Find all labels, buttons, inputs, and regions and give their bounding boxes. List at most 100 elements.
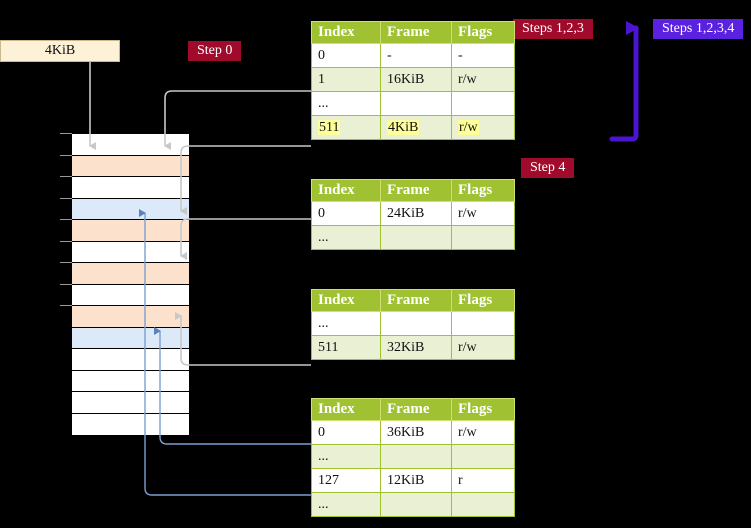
cell-flags: - <box>451 43 515 68</box>
connector-table2-row0 <box>180 218 311 260</box>
table-row[interactable]: 511 32KiB r/w <box>311 335 515 360</box>
cell-frame: 24KiB <box>380 201 452 226</box>
column-header-index: Index <box>311 179 381 202</box>
cell-flags: r/w <box>451 67 515 92</box>
cell-frame <box>380 492 452 517</box>
cell-index: 0 <box>311 43 381 68</box>
cell-frame <box>380 91 452 116</box>
memory-frame-row <box>72 220 189 242</box>
page-table-1: Index Frame Flags 0 - - 1 16KiB r/w ... … <box>311 21 515 140</box>
cell-frame: - <box>380 43 452 68</box>
memory-frame-row <box>72 327 189 349</box>
page-table-4: Index Frame Flags 0 36KiB r/w ... 127 12… <box>311 398 515 517</box>
frame-tick-mark <box>60 305 72 306</box>
cell-index: ... <box>311 225 381 250</box>
page-table-2: Index Frame Flags 0 24KiB r/w ... <box>311 179 515 250</box>
cell-frame: 36KiB <box>380 420 452 445</box>
column-header-index: Index <box>311 398 381 421</box>
memory-frame-row <box>72 263 189 285</box>
cell-index: ... <box>311 91 381 116</box>
memory-frame-row <box>72 198 189 220</box>
table-header-row: Index Frame Flags <box>311 21 515 44</box>
memory-frame-row <box>72 241 189 263</box>
frame-tick-mark <box>60 133 72 134</box>
physical-memory-frames <box>71 133 190 435</box>
cell-index: 511 <box>311 335 381 360</box>
table-header-row: Index Frame Flags <box>311 289 515 312</box>
cell-flags: r/w <box>451 420 515 445</box>
table-header-row: Index Frame Flags <box>311 179 515 202</box>
column-header-index: Index <box>311 21 381 44</box>
column-header-flags: Flags <box>451 179 515 202</box>
cell-index: 1 <box>311 67 381 92</box>
cell-frame <box>380 225 452 250</box>
source-size-box: 4KiB <box>0 40 120 62</box>
frame-tick-mark <box>60 198 72 199</box>
frame-tick-mark <box>60 219 72 220</box>
table-header-row: Index Frame Flags <box>311 398 515 421</box>
column-header-frame: Frame <box>380 398 452 421</box>
table-row[interactable]: ... <box>311 91 515 116</box>
memory-frame-row <box>72 155 189 177</box>
table-row[interactable]: ... <box>311 311 515 336</box>
memory-frame-row <box>72 177 189 199</box>
connector-table1-row511 <box>180 145 311 215</box>
frame-tick-mark <box>60 262 72 263</box>
cell-flags: r/w <box>451 335 515 360</box>
table-row[interactable]: 0 24KiB r/w <box>311 201 515 226</box>
cell-flags: r/w <box>451 115 515 140</box>
cell-index: ... <box>311 492 381 517</box>
cell-flags <box>451 444 515 469</box>
cell-frame <box>380 311 452 336</box>
table-row[interactable]: 127 12KiB r <box>311 468 515 493</box>
cell-flags-text: r/w <box>458 119 479 135</box>
cell-frame: 12KiB <box>380 468 452 493</box>
cell-flags: r/w <box>451 201 515 226</box>
column-header-flags: Flags <box>451 398 515 421</box>
cell-frame: 32KiB <box>380 335 452 360</box>
memory-frame-row <box>72 349 189 371</box>
column-header-flags: Flags <box>451 21 515 44</box>
column-header-frame: Frame <box>380 289 452 312</box>
table-row[interactable]: 1 16KiB r/w <box>311 67 515 92</box>
column-header-frame: Frame <box>380 179 452 202</box>
cell-flags <box>451 225 515 250</box>
column-header-frame: Frame <box>380 21 452 44</box>
column-header-index: Index <box>311 289 381 312</box>
cell-flags <box>451 91 515 116</box>
memory-frame-row <box>72 413 189 435</box>
table-row[interactable]: 0 - - <box>311 43 515 68</box>
cell-index: ... <box>311 444 381 469</box>
cell-index: 0 <box>311 201 381 226</box>
memory-frame-row <box>72 392 189 414</box>
source-size-label: 4KiB <box>44 43 76 58</box>
cell-index: 127 <box>311 468 381 493</box>
table-row[interactable]: ... <box>311 225 515 250</box>
table-row[interactable]: ... <box>311 444 515 469</box>
memory-frame-row <box>72 134 189 156</box>
cell-frame-text: 4KiB <box>387 119 420 135</box>
cell-frame <box>380 444 452 469</box>
table-row[interactable]: ... <box>311 492 515 517</box>
memory-frame-row <box>72 306 189 328</box>
frame-tick-mark <box>60 155 72 156</box>
table-row-highlighted[interactable]: 511 4KiB r/w <box>311 115 515 140</box>
frame-tick-mark <box>60 241 72 242</box>
cell-flags <box>451 492 515 517</box>
cell-flags: r <box>451 468 515 493</box>
cell-index-text: 511 <box>318 119 341 135</box>
badge-step-0: Step 0 <box>188 41 242 61</box>
cell-index: 511 <box>311 115 381 140</box>
badge-steps-1-2-3-4: Steps 1,2,3,4 <box>653 19 744 39</box>
cell-frame: 4KiB <box>380 115 452 140</box>
page-table-3: Index Frame Flags ... 511 32KiB r/w <box>311 289 515 360</box>
badge-steps-1-2-3: Steps 1,2,3 <box>513 19 593 39</box>
cell-frame: 16KiB <box>380 67 452 92</box>
table-row[interactable]: 0 36KiB r/w <box>311 420 515 445</box>
cell-index: 0 <box>311 420 381 445</box>
badge-step-4: Step 4 <box>521 158 575 178</box>
cell-flags <box>451 311 515 336</box>
column-header-flags: Flags <box>451 289 515 312</box>
cell-index: ... <box>311 311 381 336</box>
frame-tick-mark <box>60 176 72 177</box>
